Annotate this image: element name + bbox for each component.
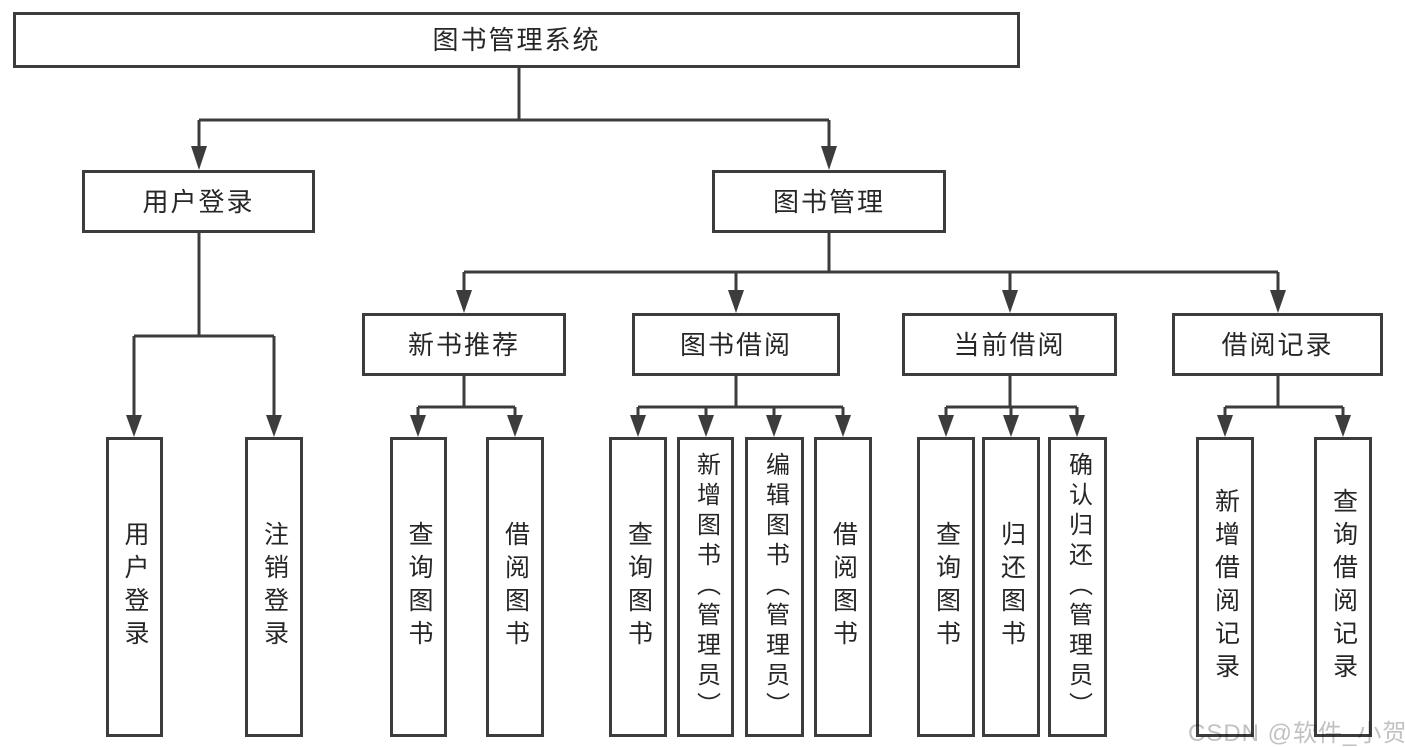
csdn-watermark: CSDN @软件_小贺同学 [1188,720,1405,747]
arrow-down-icon [698,415,714,437]
arrow-down-icon [1069,415,1085,437]
leaf-borrowing-add-books-admin-label: 新增图书（管理员） [692,452,720,722]
arrow-down-icon [766,415,782,437]
arrow-down-icon [126,415,142,437]
leaf-borrowing-query-books: 查询图书 [609,437,667,737]
arrow-down-icon [191,146,207,170]
node-new-book-recommendation-label: 新书推荐 [407,329,520,360]
leaf-records-query-record: 查询借阅记录 [1314,437,1372,737]
leaf-records-query-record-label: 查询借阅记录 [1329,488,1358,686]
leaf-logout: 注销登录 [245,437,303,737]
leaf-recommend-query-books: 查询图书 [390,437,447,737]
leaf-current-return-books-label: 归还图书 [997,521,1026,653]
leaf-current-return-books: 归还图书 [982,437,1040,737]
node-user-login-label: 用户登录 [142,186,255,217]
arrow-down-icon [410,415,426,437]
arrow-down-icon [835,415,851,437]
arrow-down-icon [630,415,646,437]
node-book-management-label: 图书管理 [772,186,885,217]
leaf-recommend-borrow-books: 借阅图书 [486,437,544,737]
arrow-down-icon [456,290,472,313]
node-borrowing-records-label: 借阅记录 [1221,329,1334,360]
leaf-current-query-books: 查询图书 [917,437,975,737]
leaf-recommend-query-books-label: 查询图书 [405,521,433,653]
leaf-borrowing-add-books-admin: 新增图书（管理员） [677,437,734,737]
arrow-down-icon [938,415,954,437]
node-book-borrowing-label: 图书借阅 [679,329,792,360]
node-root: 图书管理系统 [13,12,1020,68]
leaf-borrowing-edit-books-admin-label: 编辑图书（管理员） [761,452,789,722]
node-book-management: 图书管理 [712,170,946,233]
leaf-user-login-label: 用户登录 [121,521,149,653]
leaf-borrowing-query-books-label: 查询图书 [624,521,653,653]
leaf-borrowing-borrow-books: 借阅图书 [814,437,872,737]
node-current-borrowing-label: 当前借阅 [953,329,1066,360]
arrow-down-icon [507,415,523,437]
arrow-down-icon [1270,290,1286,313]
arrow-down-icon [266,415,282,437]
arrow-down-icon [1003,415,1019,437]
arrow-down-icon [821,146,837,170]
leaf-user-login: 用户登录 [106,437,163,737]
leaf-borrowing-edit-books-admin: 编辑图书（管理员） [745,437,804,737]
arrow-down-icon [1335,415,1351,437]
node-root-label: 图书管理系统 [432,25,601,55]
arrow-down-icon [728,290,744,313]
node-new-book-recommendation: 新书推荐 [362,313,566,376]
leaf-current-query-books-label: 查询图书 [932,521,961,653]
leaf-recommend-borrow-books-label: 借阅图书 [501,521,530,653]
leaf-borrowing-borrow-books-label: 借阅图书 [829,521,858,653]
leaf-records-add-record: 新增借阅记录 [1196,437,1254,737]
leaf-logout-label: 注销登录 [260,521,289,653]
leaf-records-add-record-label: 新增借阅记录 [1211,488,1240,686]
leaf-current-confirm-return-admin-label: 确认归还（管理员） [1064,452,1092,722]
leaf-current-confirm-return-admin: 确认归还（管理员） [1048,437,1107,737]
node-user-login: 用户登录 [82,170,315,233]
arrow-down-icon [1217,415,1233,437]
node-borrowing-records: 借阅记录 [1172,313,1383,376]
node-current-borrowing: 当前借阅 [902,313,1117,376]
node-book-borrowing: 图书借阅 [632,313,840,376]
arrow-down-icon [1002,290,1018,313]
